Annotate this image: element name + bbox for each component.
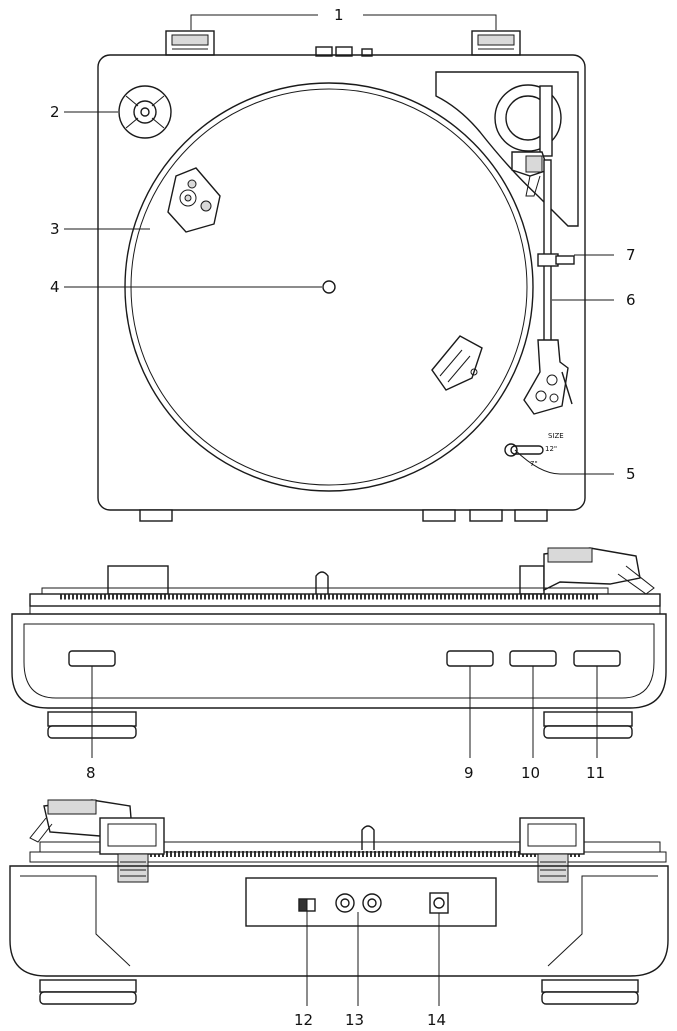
tonearm [537,159,575,345]
callout-11: 11 [586,764,605,782]
callout-9: 9 [464,764,474,782]
callout-2: 2 [50,103,60,121]
spindle [322,280,336,294]
callout-8: 8 [86,764,96,782]
rear-connector-panel [245,877,497,927]
rear-view: 12 13 14 [9,799,669,1029]
callout-6: 6 [626,291,636,309]
switch-12 [298,898,316,912]
platter-block [431,335,483,391]
rear-hinge-right [519,817,585,883]
callout-3: 3 [50,220,60,238]
size-7-label: 7" [530,460,538,468]
button-11 [573,650,621,667]
dust-cover-hinge-left [165,30,215,56]
top-view: SIZE 12" 7" 1 2 3 4 5 6 7 [50,6,636,522]
adapter-45rpm [118,85,172,139]
headshell [523,339,573,415]
callout-4: 4 [50,278,60,296]
callout-5: 5 [626,465,636,483]
button-9 [446,650,494,667]
front-body [11,613,667,709]
size-label: SIZE [548,432,564,440]
turntable-body [97,54,586,511]
tonearm-counterweight [494,84,562,157]
size-12-label: 12" [545,445,557,453]
callout-10: 10 [521,764,540,782]
power-jack-14 [429,892,449,914]
callout-1: 1 [334,6,344,24]
callout-13: 13 [345,1011,364,1029]
rear-body [9,865,669,977]
tonearm-base-plate [435,71,579,227]
callout-14: 14 [427,1011,446,1029]
tonearm-lift [511,151,549,197]
rear-hinge-left [99,817,165,883]
size-selector-switch: SIZE 12" 7" [504,432,564,468]
button-8 [68,650,116,667]
button-10 [509,650,557,667]
rca-jacks-13 [335,893,382,913]
dust-cover-hinge-right [471,30,521,56]
callout-12: 12 [294,1011,313,1029]
platter-grip-pad [167,167,221,233]
front-view: 8 9 10 11 [11,547,667,782]
callout-7: 7 [626,246,636,264]
